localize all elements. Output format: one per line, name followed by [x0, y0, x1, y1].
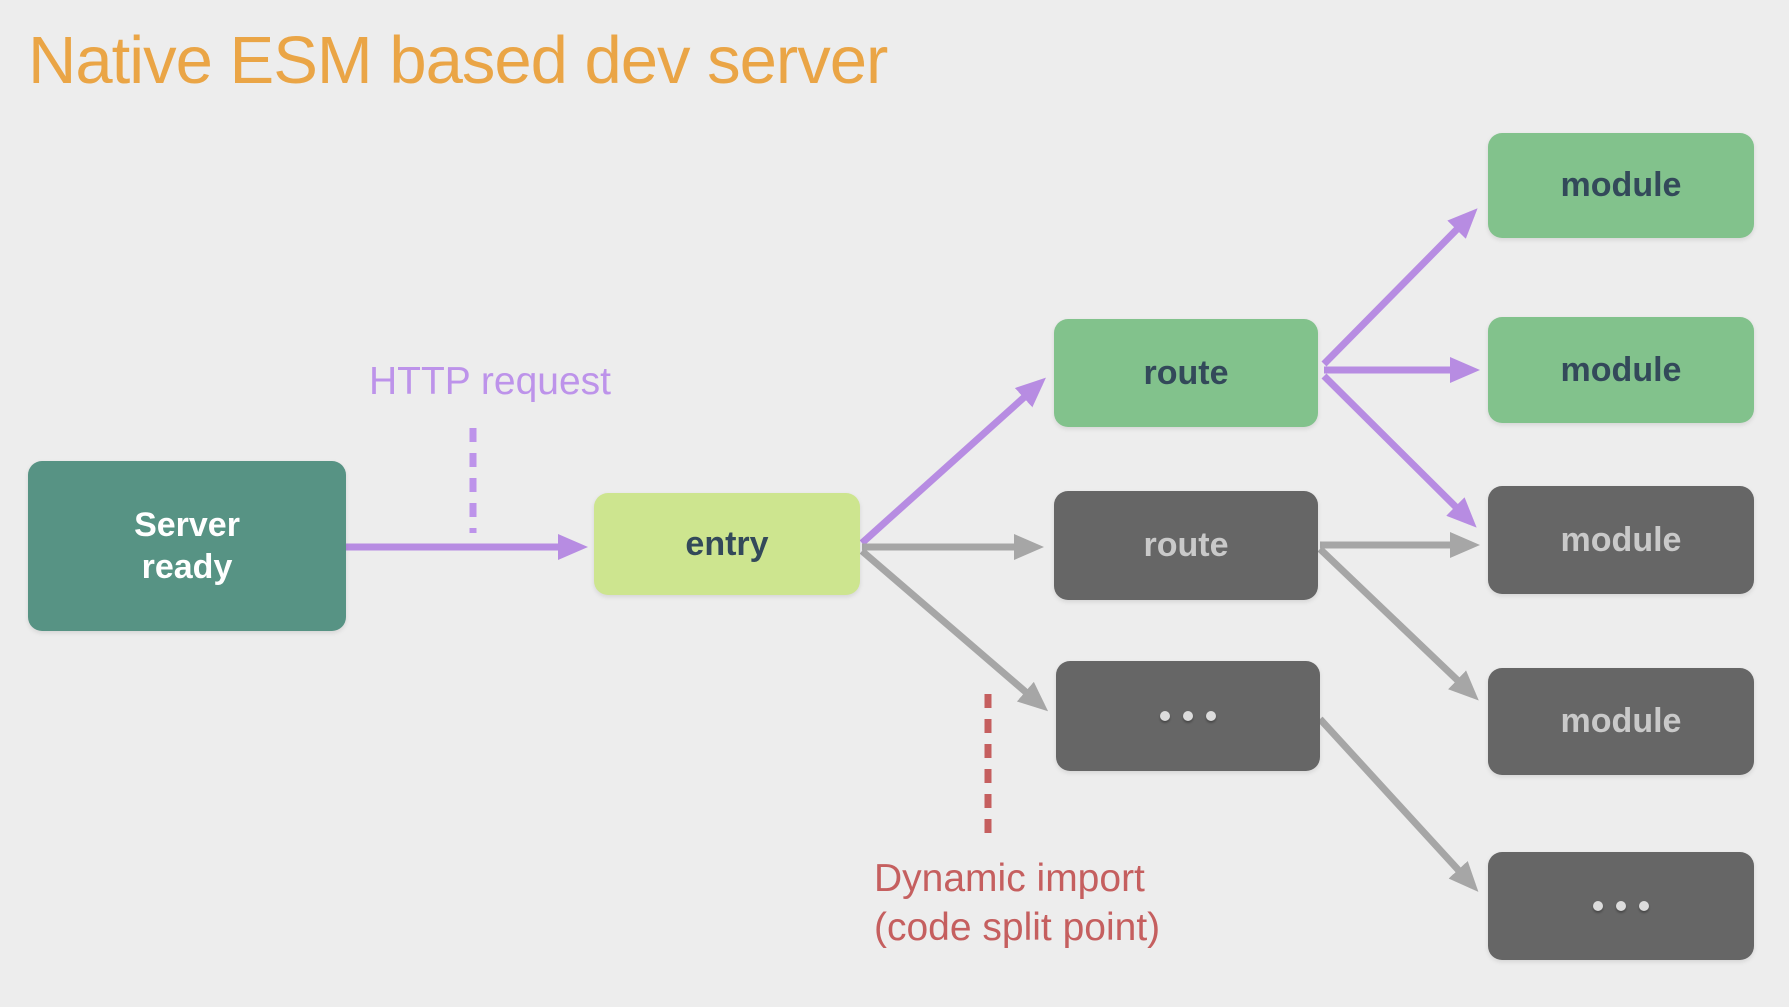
arrow-entry-to-route-green	[859, 377, 1046, 546]
dot-icon	[1639, 901, 1649, 911]
node-module-1-label: module	[1560, 166, 1682, 205]
node-server-ready: Server ready	[28, 461, 346, 631]
arrow-route-green-to-module-1	[1321, 208, 1478, 367]
dot-icon	[1593, 901, 1603, 911]
node-module-ellipsis	[1488, 852, 1754, 960]
node-module-4: module	[1488, 668, 1754, 775]
dot-icon	[1183, 711, 1193, 721]
dot-icon	[1160, 711, 1170, 721]
arrow-chunk-to-module-ellipsis	[1317, 716, 1479, 892]
node-module-3-label: module	[1560, 520, 1682, 559]
node-server-ready-label: Server ready	[134, 505, 240, 587]
ellipsis-dots	[1593, 901, 1649, 911]
node-module-3: module	[1488, 486, 1754, 594]
node-route-gray: route	[1054, 491, 1318, 600]
node-route-gray-label: route	[1143, 526, 1229, 565]
arrow-route-green-to-module-3	[1321, 373, 1477, 528]
node-module-2: module	[1488, 317, 1754, 423]
node-module-4-label: module	[1560, 702, 1682, 741]
dot-icon	[1206, 711, 1216, 721]
node-entry-label: entry	[685, 524, 769, 563]
node-entry: entry	[594, 493, 860, 595]
node-route-green-label: route	[1143, 353, 1229, 392]
node-module-1: module	[1488, 133, 1754, 238]
http-request-label: HTTP request	[368, 360, 612, 403]
node-chunk-ellipsis	[1056, 661, 1320, 771]
dot-icon	[1616, 901, 1626, 911]
node-route-green: route	[1054, 319, 1318, 427]
arrow-route-gray-to-module-4	[1317, 546, 1479, 701]
arrow-entry-to-chunk	[859, 548, 1049, 712]
node-module-2-label: module	[1560, 350, 1682, 389]
dynamic-import-label: Dynamic import (code split point)	[874, 857, 1161, 950]
page-title: Native ESM based dev server	[28, 23, 888, 98]
ellipsis-dots	[1160, 711, 1216, 721]
